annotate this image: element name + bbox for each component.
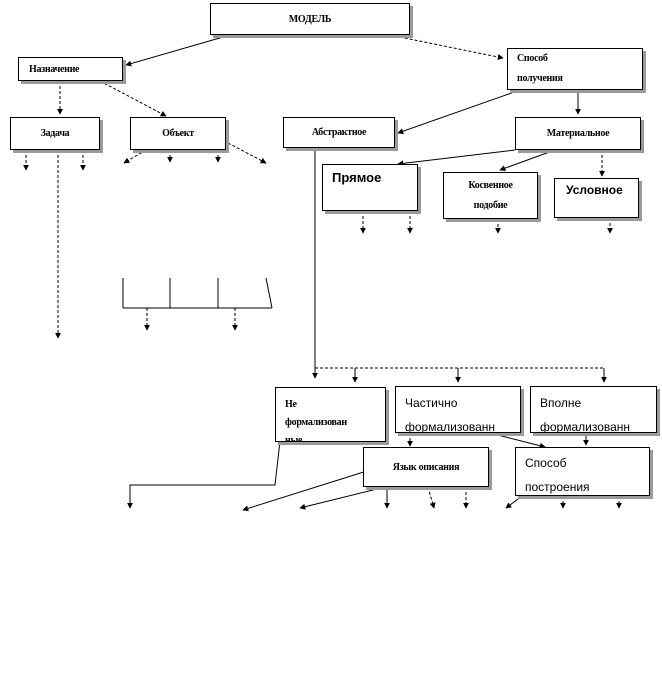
arrow-object-out-1: [123, 149, 147, 164]
arrow-material-direct: [397, 149, 516, 167]
node-nonformal-line3: ные: [285, 435, 303, 442]
node-model: МОДЕЛЬ: [210, 3, 410, 35]
node-conditional-label: Условное: [566, 183, 623, 197]
node-indirect: Косвенное подобие: [443, 172, 538, 219]
node-object-label: Объект: [162, 128, 194, 139]
node-model-label: МОДЕЛЬ: [288, 13, 332, 25]
node-fully-formalized: Вполне формализованн: [530, 386, 657, 433]
node-indirect-line2: подобие: [473, 199, 508, 211]
arrow-material-indirect: [499, 149, 556, 172]
arrow-partial-build: [489, 432, 546, 449]
node-partial-line2: формализованн: [405, 420, 496, 433]
node-full-line1: Вполне: [540, 396, 582, 410]
node-indirect-line1: Косвенное: [468, 179, 513, 191]
node-method-label: Способ: [517, 53, 548, 64]
node-description-language: Язык описания: [363, 447, 489, 487]
node-partial-line1: Частично: [405, 396, 458, 410]
arrow-language-out-1: [299, 486, 386, 510]
node-method-tail: получения: [517, 73, 563, 84]
node-purpose-label: Назначение: [29, 63, 80, 75]
arrow-model-method: [389, 34, 504, 60]
node-full-line2: формализованн: [540, 420, 631, 433]
arrow-nonformal-out-1: [127, 440, 281, 509]
node-nonformal-line1: Не: [285, 399, 297, 410]
node-object: Объект: [130, 117, 226, 150]
node-nonformalized: Не формализован ные: [275, 387, 386, 442]
arrow-build-out-1: [505, 495, 523, 509]
arrow-purpose-object: [99, 80, 167, 117]
node-nonformal-line2: формализован: [285, 417, 347, 428]
node-material-label: Материальное: [546, 128, 610, 139]
node-conditional: Условное: [554, 178, 639, 218]
node-direct: Прямое: [322, 164, 418, 211]
arrow-language-out-3: [427, 486, 436, 509]
node-abstract: Абстрактное: [283, 117, 395, 148]
node-abstract-label: Абстрактное: [311, 127, 367, 138]
node-method: Способ получения: [507, 48, 643, 90]
node-direct-label: Прямое: [332, 170, 382, 185]
object-bracket: [122, 277, 273, 309]
arrow-method-abstract: [397, 89, 521, 135]
arrow-object-out-4: [227, 142, 267, 164]
node-build-method: Способ построения: [515, 447, 650, 496]
node-task-label: Задача: [40, 128, 70, 139]
arrow-model-purpose: [125, 34, 231, 67]
arrow-nonformal-out-2: [242, 469, 371, 512]
node-material: Материальное: [515, 117, 641, 150]
node-description-language-label: Язык описания: [392, 461, 460, 473]
node-task: Задача: [10, 117, 100, 150]
node-purpose: Назначение: [18, 57, 123, 81]
node-build-line2: построения: [525, 480, 590, 494]
node-partially-formalized: Частично формализованн: [395, 386, 521, 433]
node-build-line1: Способ: [525, 456, 567, 470]
